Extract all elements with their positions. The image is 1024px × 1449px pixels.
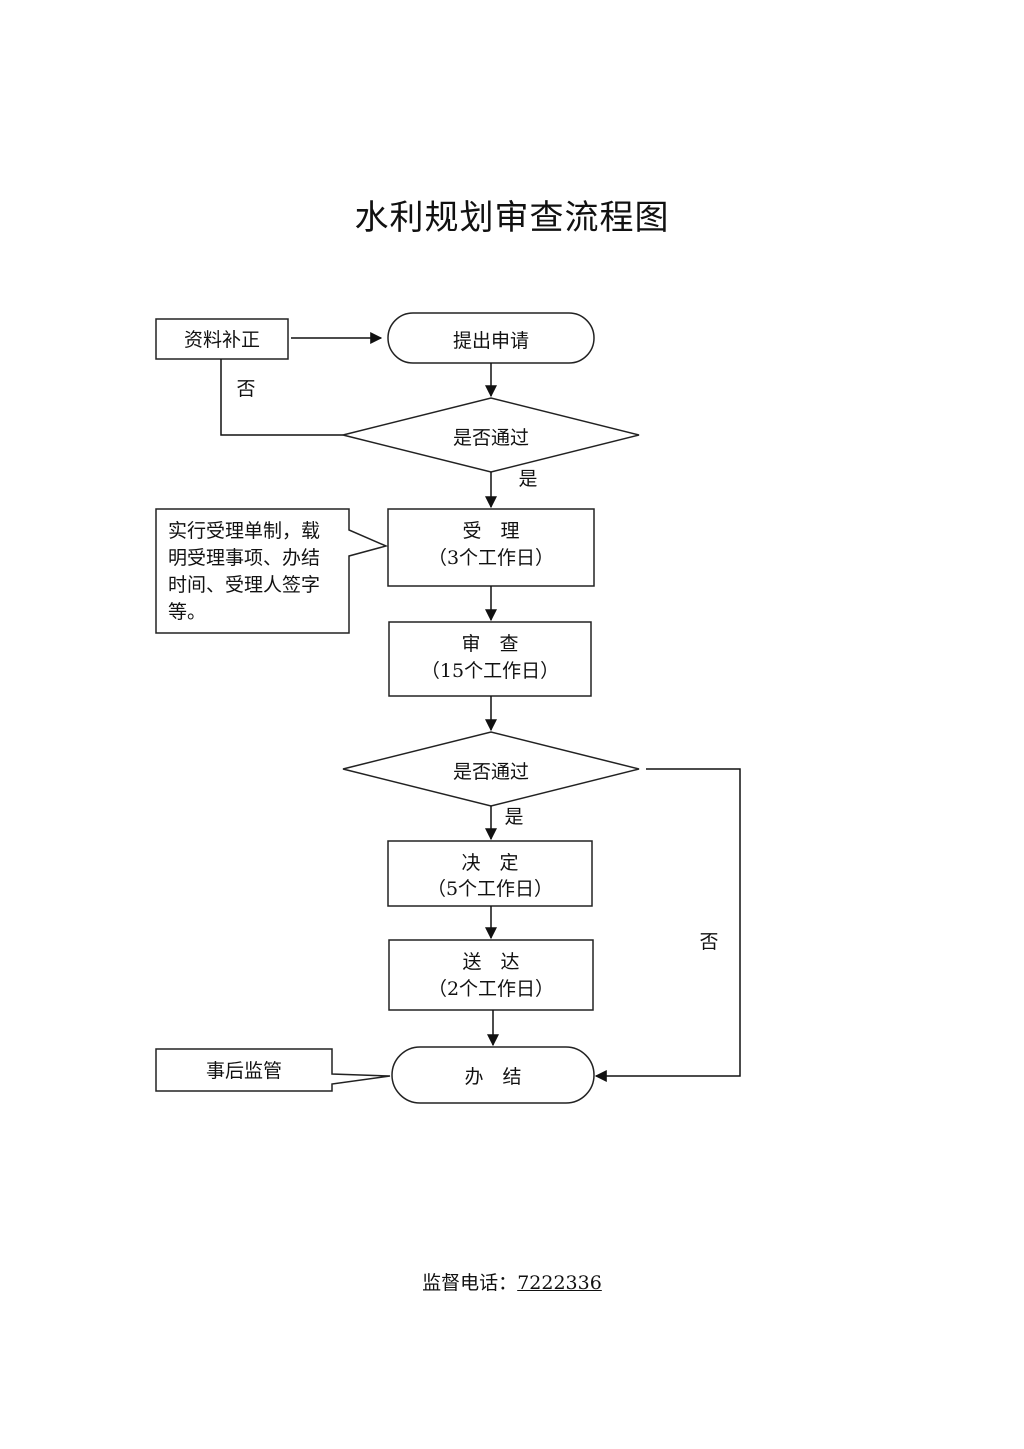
deliver-title: 送 达	[462, 951, 519, 973]
accept-days: （3个工作日）	[428, 547, 554, 569]
deliver-box	[388, 939, 594, 1011]
note-line-3: 时间、受理人签字	[168, 574, 320, 596]
review-box	[388, 621, 592, 697]
supervise-box	[155, 1048, 391, 1092]
edge-label-no-2: 否	[699, 931, 718, 953]
note-line-2: 明受理事项、办结	[168, 547, 320, 569]
deliver-days: （2个工作日）	[428, 978, 554, 1000]
apply-label: 提出申请	[453, 330, 529, 352]
accept-box	[387, 508, 595, 587]
check1-diamond	[342, 397, 640, 473]
edge-label-yes-2: 是	[504, 806, 523, 828]
decide-title: 决 定	[461, 852, 518, 874]
finish-terminal	[391, 1046, 595, 1104]
edge-label-yes-1: 是	[518, 468, 537, 490]
supplement-box	[155, 318, 289, 360]
edge-check2-no-to-finish	[594, 768, 741, 1082]
accept-title: 受 理	[462, 520, 519, 542]
decide-days: （5个工作日）	[427, 878, 553, 900]
check1-label: 是否通过	[453, 427, 529, 449]
note-line-4: 等。	[168, 601, 206, 623]
page-title: 水利规划审查流程图	[354, 198, 670, 238]
check2-label: 是否通过	[453, 761, 529, 783]
decide-box	[387, 840, 593, 907]
review-days: （15个工作日）	[421, 660, 559, 682]
note-callout	[155, 508, 389, 634]
footer: 监督电话：7222336	[0, 1268, 1024, 1295]
check2-diamond	[342, 731, 640, 807]
supervise-label: 事后监管	[206, 1060, 282, 1082]
finish-label: 办 结	[464, 1066, 521, 1088]
note-line-1: 实行受理单制，载	[168, 520, 320, 542]
review-title: 审 查	[461, 633, 518, 655]
edge-label-no-1: 否	[236, 378, 255, 400]
supplement-label: 资料补正	[184, 329, 260, 351]
footer-label: 监督电话：	[422, 1272, 518, 1294]
supervision-phone: 7222336	[517, 1272, 602, 1294]
edge-check1-no-to-supplement	[220, 359, 343, 436]
